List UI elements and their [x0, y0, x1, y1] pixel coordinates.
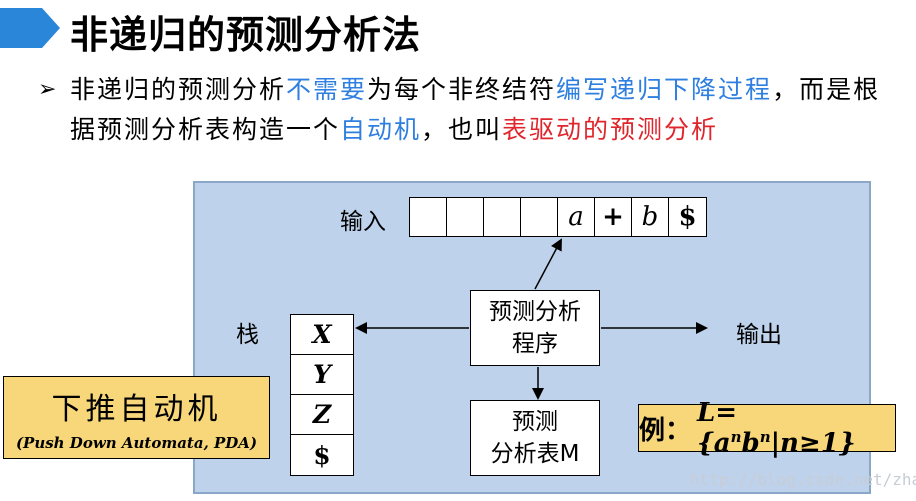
- bullet-paragraph: ➢ 非递归的预测分析不需要为每个非终结符编写递归下降过程，而是根据预测分析表构造…: [38, 70, 888, 150]
- example-callout: 例： L={anbn|n≥1}: [638, 398, 896, 458]
- stack: X Y Z $: [290, 314, 354, 476]
- stack-cell: $: [313, 440, 331, 470]
- bullet-seg-2: 不需要: [286, 75, 368, 104]
- bullet-seg-3: 为每个非终结符: [367, 75, 557, 104]
- input-cell: [484, 198, 521, 236]
- input-cell: $: [678, 202, 697, 232]
- bullet-seg-5: ，而是根据预测分析表构造一个: [70, 75, 881, 144]
- parsing-table-box: 预测 分析表M: [470, 400, 600, 476]
- bullet-seg-6: 自动机: [340, 115, 422, 144]
- table-line-2: 分析表M: [490, 441, 580, 467]
- input-label: 输入: [340, 209, 386, 235]
- input-cell: b: [632, 198, 669, 236]
- bullet-seg-4: 编写递归下降过程: [556, 75, 773, 104]
- input-cell: a: [558, 198, 595, 236]
- input-cell: [447, 198, 484, 236]
- input-cell: +: [595, 198, 632, 236]
- pda-subtitle: (Push Down Automata, PDA): [15, 433, 258, 452]
- input-tape: a + b $: [409, 197, 707, 237]
- example-prefix: 例：: [639, 415, 692, 446]
- formula-part: b: [741, 428, 760, 459]
- program-line-1: 预测分析: [489, 299, 581, 325]
- table-line-1: 预测: [512, 409, 558, 435]
- stack-cell: X: [291, 315, 353, 355]
- bullet-seg-1: 非递归的预测分析: [70, 75, 287, 104]
- watermark: http://blog.csdn.net/zhao_h: [690, 470, 916, 489]
- pda-title: 下推自动机: [51, 391, 222, 427]
- stack-cell: Z: [291, 395, 353, 435]
- output-label: 输出: [736, 322, 782, 348]
- bullet-text: 非递归的预测分析不需要为每个非终结符编写递归下降过程，而是根据预测分析表构造一个…: [38, 70, 888, 150]
- input-cell: [410, 198, 447, 236]
- stack-cell: Y: [291, 355, 353, 395]
- predictive-parser-program-box: 预测分析 程序: [470, 290, 600, 366]
- input-cell: [521, 198, 558, 236]
- page-title: 非递归的预测分析法: [70, 13, 422, 57]
- pda-callout: 下推自动机 (Push Down Automata, PDA): [3, 376, 270, 459]
- bullet-seg-7: ，也叫: [421, 115, 503, 144]
- example-formula: L={anbn|n≥1}: [697, 398, 895, 459]
- formula-exponent: n: [759, 427, 771, 446]
- title-arrow-icon: [0, 8, 60, 48]
- stack-label: 栈: [236, 322, 259, 348]
- formula-part: L={a: [697, 397, 738, 459]
- formula-part: |n≥1}: [770, 428, 856, 459]
- formula-exponent: n: [730, 427, 742, 446]
- bullet-arrow-icon: ➢: [38, 77, 59, 102]
- program-line-2: 程序: [512, 331, 558, 357]
- bullet-seg-8: 表驱动的预测分析: [502, 115, 719, 144]
